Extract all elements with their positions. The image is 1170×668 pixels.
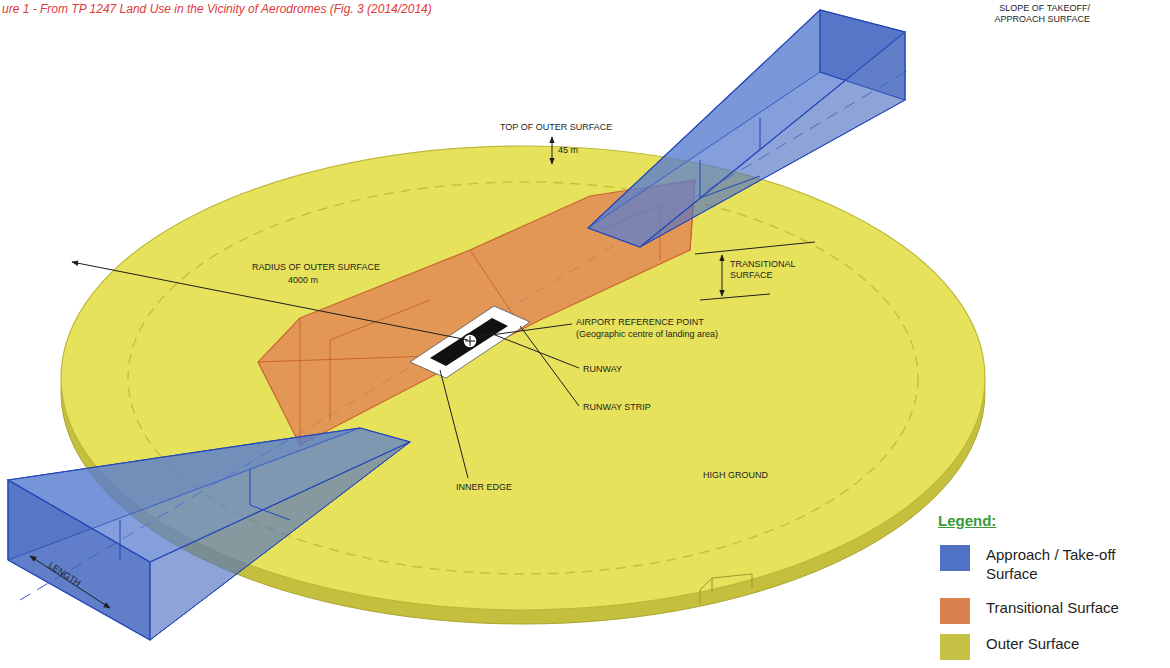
point-note: (Geographic centre of landing area) (576, 329, 718, 340)
length-dimension (30, 556, 110, 608)
reference-point-symbol (465, 336, 475, 346)
approach-footprint (8, 428, 410, 640)
surface-label: SLOPE OF TAKEOFF/ APPROACH SURFACE (985, 3, 1090, 25)
legend-swatch (940, 634, 970, 660)
approach-step (700, 118, 760, 198)
radius-arrow (72, 262, 468, 340)
approach-end (8, 480, 150, 640)
legend-text: Transitional Surface (986, 598, 1166, 617)
height-dimension (722, 255, 723, 296)
leader-line (490, 333, 579, 368)
high-ground-mark (700, 574, 752, 604)
height-dimension (552, 137, 553, 164)
surface-label: TOP OF OUTER SURFACE (500, 122, 612, 133)
legend-swatch (940, 598, 970, 624)
dimension-label: 4000 m (288, 275, 318, 286)
dimension-line (700, 294, 770, 300)
point-label: AIRPORT REFERENCE POINT (576, 317, 704, 328)
reference-point-symbol (463, 334, 477, 348)
legend-text: Approach / Take-off Surface (986, 545, 1136, 583)
part-label: RUNWAY STRIP (583, 402, 651, 413)
approach-side (640, 32, 905, 247)
leader-line (520, 326, 579, 406)
legend-swatch (940, 545, 970, 571)
figure-caption: ure 1 - From TP 1247 Land Use in the Vic… (2, 2, 432, 16)
surface-label: RADIUS OF OUTER SURFACE (252, 262, 380, 273)
approach-slope (588, 10, 905, 247)
legend-text: Outer Surface (986, 634, 1166, 653)
terrain-label: HIGH GROUND (703, 470, 768, 481)
part-label: INNER EDGE (456, 482, 512, 493)
approach-step (120, 470, 290, 560)
leader-line (440, 370, 468, 478)
runway (430, 318, 508, 366)
approach-side (150, 442, 410, 640)
part-label: RUNWAY (583, 364, 622, 375)
leader-line (476, 324, 572, 337)
dimension-line (695, 242, 815, 254)
dimension-label: 45 m (558, 145, 578, 156)
dimension-label: LENGTH (46, 560, 83, 589)
surface-label: TRANSITIONAL SURFACE (730, 259, 805, 281)
legend-heading: Legend: (938, 512, 996, 530)
